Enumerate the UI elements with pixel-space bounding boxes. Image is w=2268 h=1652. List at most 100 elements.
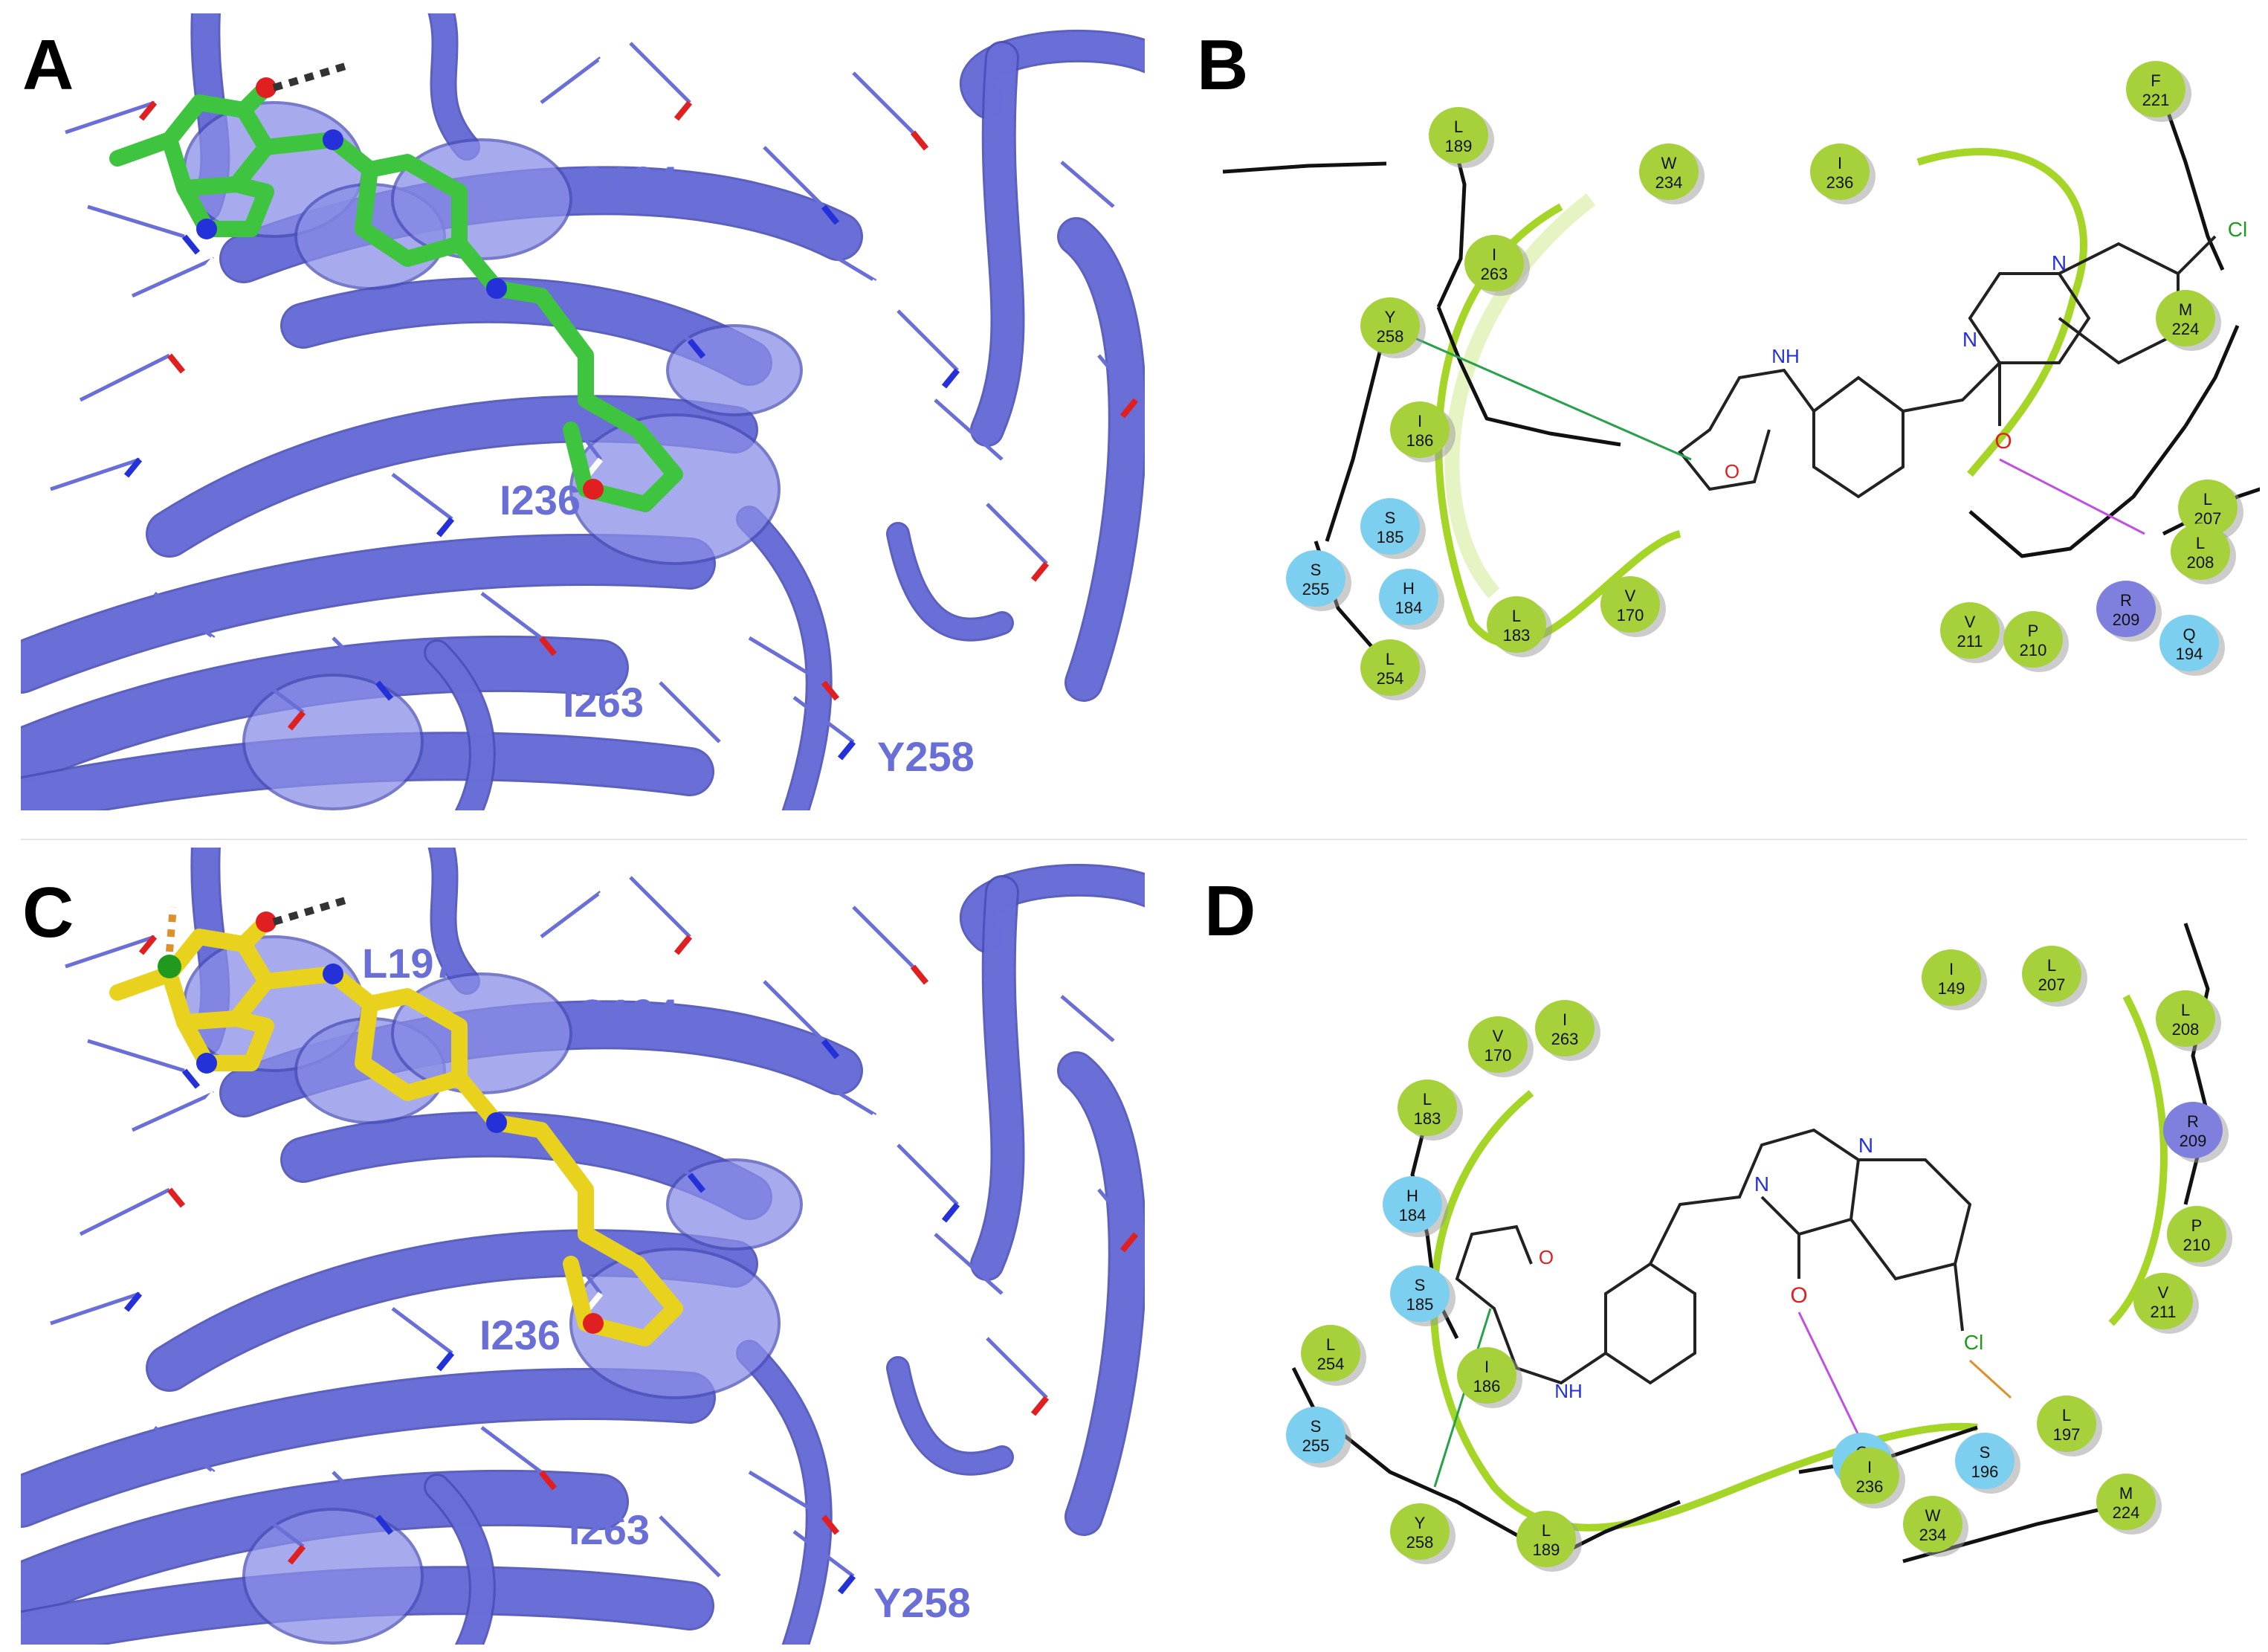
- side-chain-10: [896, 1143, 959, 1206]
- side-chain-24: [1097, 354, 1137, 401]
- ligand-d-phenyl: [1604, 1262, 1696, 1385]
- residue-aa: V: [1965, 613, 1976, 631]
- residue-aa: I: [1563, 1010, 1567, 1029]
- residue-I263: I263: [1464, 235, 1530, 296]
- residue-aa: L: [1542, 1521, 1551, 1540]
- side-chain-tip-16: [837, 740, 856, 761]
- side-chain-0: [65, 100, 155, 135]
- side-chain-2: [131, 1091, 216, 1132]
- residue-L197: L197: [2037, 1396, 2102, 1456]
- ribbon-3: [972, 877, 1023, 1279]
- ligand-atom-n1: [323, 129, 343, 150]
- residue-Y258: Y258: [1360, 297, 1426, 358]
- side-chain-tip-23: [1111, 204, 1130, 225]
- ligand-benzyl: [258, 132, 468, 267]
- residue-num: 224: [2172, 320, 2200, 338]
- ribbon-3: [972, 43, 1023, 445]
- side-chain-tip-12: [1030, 561, 1050, 582]
- hbond-d-q194: [1797, 1311, 1860, 1436]
- side-chain-21: [480, 1426, 543, 1474]
- side-chain-tip-21: [538, 1470, 558, 1491]
- residue-aa: H: [1406, 1187, 1418, 1205]
- residue-disc: [1390, 1503, 1450, 1560]
- helix-2: [391, 972, 572, 1094]
- side-chain-tip-0: [138, 935, 158, 955]
- atom-b-nh: NH: [1771, 345, 1800, 367]
- ribbon-1: [430, 848, 478, 993]
- ligand-furan-chain: [451, 1070, 683, 1346]
- residue-disc: [1810, 143, 1870, 200]
- residue-num: 170: [1617, 606, 1644, 625]
- side-chain-tip-18: [287, 1544, 306, 1565]
- residue-num: 184: [1395, 598, 1423, 617]
- panel-c-render: [21, 848, 1145, 1645]
- residue-aa: L: [1386, 650, 1395, 668]
- pocket-outline-right: [1916, 148, 2087, 477]
- ligand-atom-o: [256, 911, 277, 932]
- ligand-atom-n1: [323, 964, 343, 984]
- residue-num: 197: [2053, 1425, 2081, 1444]
- residue-aa: Y: [1385, 308, 1396, 326]
- residue-num: 221: [2142, 91, 2170, 109]
- side-chain-16: [792, 1530, 855, 1578]
- residue-disc: [1840, 1448, 1899, 1504]
- backbone-y258-s255: [1325, 325, 1389, 542]
- side-chain-3: [79, 1187, 171, 1236]
- side-chain-3: [79, 353, 171, 402]
- backbone-f221-m224: [2157, 87, 2225, 271]
- side-chain-tip-7: [821, 204, 840, 225]
- side-chain-tip-7: [821, 1039, 840, 1059]
- side-chain-9: [852, 906, 914, 968]
- side-chain-tip-24: [1120, 1232, 1139, 1253]
- side-chain-tip-3: [167, 353, 186, 374]
- helix-5: [666, 1158, 803, 1251]
- side-chain-1: [87, 204, 185, 239]
- side-chain-tip-16: [837, 1574, 856, 1595]
- residue-aa: S: [1980, 1443, 1991, 1462]
- hbond-r209: [1999, 458, 2145, 535]
- residue-aa: L: [1423, 1090, 1432, 1109]
- ligand-pyrimidine: [176, 1010, 274, 1071]
- residue-aa: L: [2047, 956, 2056, 975]
- pi-stack-y258: [1386, 324, 1692, 461]
- residue-aa: I: [1838, 154, 1842, 172]
- ribbon-2: [962, 31, 1145, 117]
- residue-num: 224: [2113, 1503, 2140, 1522]
- side-chain-4: [50, 1291, 140, 1326]
- residue-disc: [1468, 1016, 1528, 1073]
- residue-num: 207: [2038, 975, 2066, 994]
- label-c-i236: I236: [479, 1311, 560, 1358]
- side-chain-7: [763, 980, 825, 1042]
- side-chain-6: [629, 42, 691, 104]
- side-chain-8: [800, 1068, 877, 1117]
- residue-aa: V: [1493, 1027, 1504, 1045]
- residue-aa: L: [2203, 490, 2212, 509]
- backbone-d-right: [2183, 923, 2210, 1205]
- side-chain-tip-15: [821, 680, 840, 701]
- residue-aa: H: [1403, 579, 1415, 598]
- side-chain-tip-13: [687, 338, 706, 359]
- ribbon-12: [888, 1358, 1012, 1474]
- side-chain-13: [629, 294, 691, 342]
- ribbon-1: [430, 13, 478, 158]
- atom-d-n2: N: [1858, 1134, 1873, 1157]
- residue-disc: [2167, 1206, 2226, 1262]
- residue-num: 234: [1919, 1526, 1947, 1544]
- residue-num: 184: [1399, 1206, 1427, 1225]
- side-chain-tip-6: [673, 935, 693, 955]
- residue-disc: [2159, 615, 2219, 671]
- pocket-outline-d-right: [2108, 994, 2168, 1326]
- pocket-glow: [1444, 193, 1596, 598]
- side-chain-tip-8: [859, 279, 879, 300]
- label-c-y258: Y258: [873, 1579, 971, 1626]
- side-chain-19: [332, 1471, 379, 1518]
- residue-aa: W: [1661, 154, 1677, 172]
- atom-b-cl: Cl: [2228, 218, 2247, 241]
